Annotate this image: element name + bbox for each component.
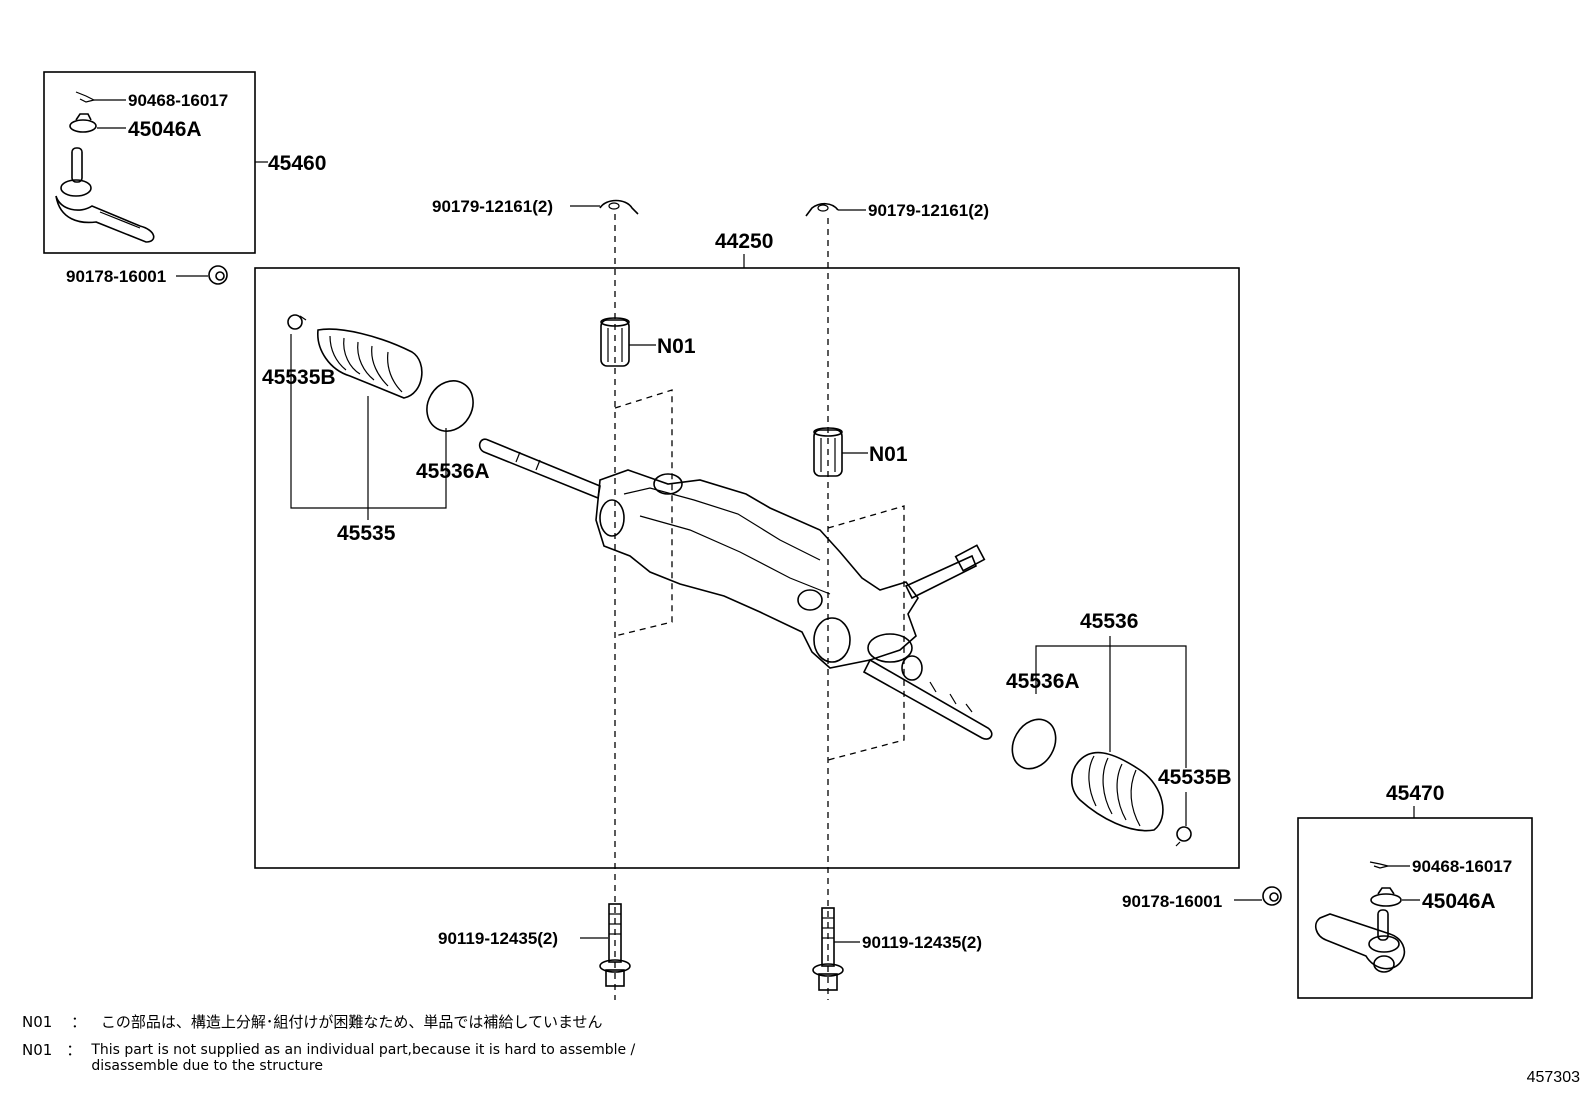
nut-cap-right-icon [1370,887,1402,907]
label-bolt-right[interactable]: 90119-12435(2) [862,933,982,952]
label-boot-set-left[interactable]: 45535 [337,522,396,545]
label-nut-cap-left[interactable]: 45046A [128,118,202,141]
nut-left-icon [208,265,228,285]
label-band-left[interactable]: 45536A [416,460,490,483]
label-nut-right[interactable]: 90178-16001 [1122,892,1222,911]
nut-cap-left-icon [69,113,126,133]
label-bushing-upper[interactable]: N01 [657,335,696,358]
cotter-pin-right-icon [1369,861,1410,869]
label-cotter-pin-right[interactable]: 90468-16017 [1412,857,1512,876]
clip-left-icon [599,199,639,215]
band-left-icon [426,380,474,432]
footnote-en-sep: ： [66,1041,82,1059]
band-right-icon [1011,718,1057,770]
label-bolt-left[interactable]: 90119-12435(2) [438,929,558,948]
label-tie-rod-end-right[interactable]: 45470 [1386,782,1444,805]
clamp-right-icon [1175,826,1192,847]
gear-assembly-box [254,267,1240,869]
footnote-en-tag: N01 [22,1041,53,1059]
footnote-en: N01 ： This part is not supplied as an in… [22,1042,635,1074]
label-clip-left[interactable]: 90179-12161(2) [432,197,553,216]
tie-rod-end-left-icon [55,147,155,243]
label-nut-cap-right[interactable]: 45046A [1422,890,1496,913]
boot-right-icon [1070,751,1164,832]
label-clamp-right[interactable]: 45535B [1158,766,1232,789]
tie-rod-end-right-icon [1314,909,1406,973]
clamp-left-icon [287,314,307,330]
diagram-code: 457303 [1526,1069,1580,1086]
label-band-right[interactable]: 45536A [1006,670,1080,693]
bolt-right-icon [812,907,844,991]
label-clamp-left[interactable]: 45535B [262,366,336,389]
nut-right-icon [1262,886,1282,906]
cotter-pin-left-icon [75,91,126,103]
label-cotter-pin-left[interactable]: 90468-16017 [128,91,228,110]
label-nut-left[interactable]: 90178-16001 [66,267,166,286]
footnote-jp-sep: ： [71,1013,87,1031]
footnote-en-text: This part is not supplied as an individu… [91,1042,636,1074]
bushing-lower-icon [813,427,843,477]
label-clip-right[interactable]: 90179-12161(2) [868,201,989,220]
label-boot-set-right[interactable]: 45536 [1080,610,1138,633]
boot-left-icon [317,328,423,399]
label-gear-assembly[interactable]: 44250 [715,230,773,253]
footnote-jp: N01 ： この部品は、構造上分解･組付けが困難なため、単品では補給していません [22,1014,603,1030]
clip-right-icon [805,202,839,217]
bushing-upper-icon [600,317,630,367]
label-tie-rod-end-left[interactable]: 45460 [268,152,326,175]
footnote-jp-text: この部品は、構造上分解･組付けが困難なため、単品では補給していません [100,1013,603,1031]
footnote-jp-tag: N01 [22,1013,53,1031]
bolt-left-icon [599,903,631,987]
tie-rod-end-right-box [1297,817,1533,999]
label-bushing-lower[interactable]: N01 [869,443,908,466]
steering-rack-icon [478,438,993,740]
